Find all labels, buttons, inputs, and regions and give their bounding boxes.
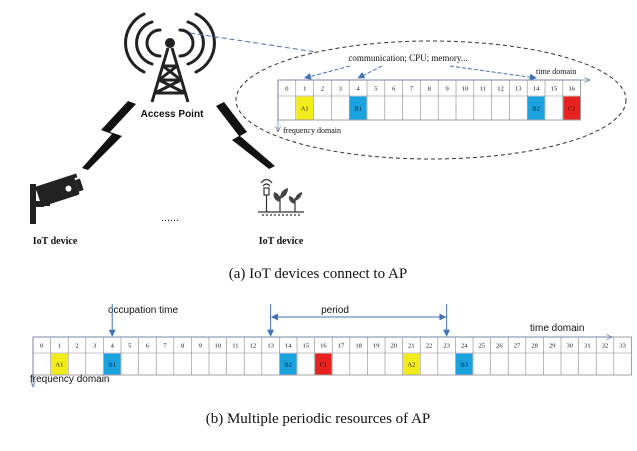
bubble-slot-number: 14 bbox=[533, 85, 540, 92]
bottom-resource-block bbox=[103, 353, 121, 375]
bottom-slot-number: 20 bbox=[391, 342, 398, 349]
device-ellipsis: ...... bbox=[161, 212, 179, 224]
bottom-slot-number: 33 bbox=[619, 342, 626, 349]
bubble-slot-number: 16 bbox=[568, 85, 575, 92]
bottom-slot-number: 7 bbox=[163, 342, 167, 349]
bubble-slot-number: 4 bbox=[356, 85, 360, 92]
bottom-slot-number: 24 bbox=[461, 342, 468, 349]
bottom-resource-block-label: B1 bbox=[108, 361, 116, 368]
bubble-slot-number: 15 bbox=[551, 85, 558, 92]
caption-a: (a) IoT devices connect to AP bbox=[229, 266, 407, 282]
period-label: period bbox=[321, 305, 349, 316]
bottom-slot-number: 27 bbox=[514, 342, 521, 349]
bottom-slot-number: 8 bbox=[181, 342, 184, 349]
bottom-time-domain-label: time domain bbox=[530, 323, 584, 334]
access-point-label: Access Point bbox=[141, 109, 204, 120]
bottom-slot-number: 5 bbox=[128, 342, 131, 349]
bottom-slot-number: 30 bbox=[567, 342, 574, 349]
bubble-annotation: communication; CPU; memory... bbox=[348, 53, 467, 63]
bottom-slot-number: 2 bbox=[75, 342, 78, 349]
bottom-slot-number: 17 bbox=[338, 342, 345, 349]
bottom-slot-number: 28 bbox=[531, 342, 538, 349]
bottom-resource-block-label: B3 bbox=[460, 361, 468, 368]
wireless-link-left-icon bbox=[82, 101, 136, 170]
bubble-slot-number: 10 bbox=[462, 85, 469, 92]
bottom-slot-number: 19 bbox=[373, 342, 380, 349]
bubble-resource-block-label: C1 bbox=[568, 105, 576, 112]
bottom-resource-block-label: C1 bbox=[320, 361, 328, 368]
bottom-slot-number: 15 bbox=[303, 342, 310, 349]
bottom-slot-number: 9 bbox=[199, 342, 202, 349]
bubble-slot-number: 6 bbox=[392, 85, 396, 92]
bottom-slot-number: 29 bbox=[549, 342, 556, 349]
smart-farming-icon bbox=[258, 178, 304, 216]
period-arrows bbox=[108, 304, 451, 337]
ap-to-bubble-connector bbox=[189, 32, 317, 53]
bottom-slot-number: 0 bbox=[40, 342, 43, 349]
bottom-slot-number: 25 bbox=[479, 342, 486, 349]
access-point-tower-icon bbox=[124, 12, 216, 103]
bubble-resource-block bbox=[349, 96, 367, 120]
bubble-resource-block bbox=[563, 96, 581, 120]
bottom-resource-block-label: B2 bbox=[284, 361, 292, 368]
bottom-slot-number: 1 bbox=[58, 342, 61, 349]
caption-b: (b) Multiple periodic resources of AP bbox=[206, 411, 431, 427]
bottom-slot-number: 16 bbox=[320, 342, 327, 349]
bubble-slot-number: 7 bbox=[410, 85, 414, 92]
bottom-slot-number: 21 bbox=[408, 342, 415, 349]
bubble-resource-block bbox=[527, 96, 545, 120]
bubble-pointers bbox=[304, 65, 537, 81]
bottom-resource-block-label: A1 bbox=[55, 361, 63, 368]
bubble-pointer-arrow bbox=[304, 65, 351, 80]
bubble-slot-number: 13 bbox=[515, 85, 522, 92]
bubble-resource-block bbox=[296, 96, 314, 120]
bottom-slot-number: 18 bbox=[355, 342, 362, 349]
iot-device-label-right: IoT device bbox=[259, 236, 304, 247]
bubble-slot-number: 5 bbox=[374, 85, 377, 92]
bottom-slot-number: 26 bbox=[496, 342, 503, 349]
bubble-pointer-arrow bbox=[449, 65, 537, 81]
bubble-frequency-domain-label: frequency domain bbox=[283, 126, 341, 135]
bottom-frequency-domain-label: frequency domain bbox=[30, 374, 110, 385]
bottom-resource-block bbox=[279, 353, 297, 375]
security-camera-icon bbox=[30, 173, 84, 224]
bubble-slot-number: 0 bbox=[285, 85, 288, 92]
bubble-slot-number: 2 bbox=[321, 85, 324, 92]
wireless-link-right-icon bbox=[216, 102, 275, 169]
occupation-time-label: occupation time bbox=[108, 305, 178, 316]
bubble-time-domain-label: time domain bbox=[536, 67, 576, 76]
bottom-slot-number: 6 bbox=[146, 342, 150, 349]
bubble-slot-number: 1 bbox=[303, 85, 306, 92]
bubble-slot-number: 8 bbox=[428, 85, 431, 92]
bottom-resource-block bbox=[403, 353, 420, 375]
bottom-slot-number: 14 bbox=[285, 342, 292, 349]
bubble-resource-block-label: A1 bbox=[301, 105, 309, 112]
bubble-slot-number: 9 bbox=[445, 85, 448, 92]
bottom-slot-number: 32 bbox=[602, 342, 609, 349]
bottom-slot-number: 23 bbox=[443, 342, 450, 349]
bubble-slot-number: 11 bbox=[480, 85, 486, 92]
bottom-slot-number: 31 bbox=[584, 342, 591, 349]
resource-bubble bbox=[235, 40, 627, 160]
bottom-slot-number: 3 bbox=[93, 342, 96, 349]
bottom-slot-number: 13 bbox=[267, 342, 274, 349]
bottom-slot-number: 11 bbox=[232, 342, 238, 349]
iot-device-label-left: IoT device bbox=[33, 236, 78, 247]
bottom-slot-number: 10 bbox=[215, 342, 222, 349]
bottom-resource-block bbox=[51, 353, 68, 375]
bottom-slot-number: 12 bbox=[250, 342, 257, 349]
bubble-resource-block-label: B1 bbox=[354, 105, 362, 112]
bottom-slot-number: 4 bbox=[111, 342, 115, 349]
bubble-pointer-arrow bbox=[357, 65, 383, 79]
bottom-resource-block bbox=[315, 353, 332, 375]
bubble-slot-number: 12 bbox=[497, 85, 504, 92]
bubble-resource-block-label: B2 bbox=[532, 105, 540, 112]
bottom-slot-number: 22 bbox=[426, 342, 433, 349]
bubble-slot-number: 3 bbox=[339, 85, 342, 92]
bottom-resource-block-label: A2 bbox=[407, 361, 415, 368]
bottom-resource-block bbox=[455, 353, 473, 375]
